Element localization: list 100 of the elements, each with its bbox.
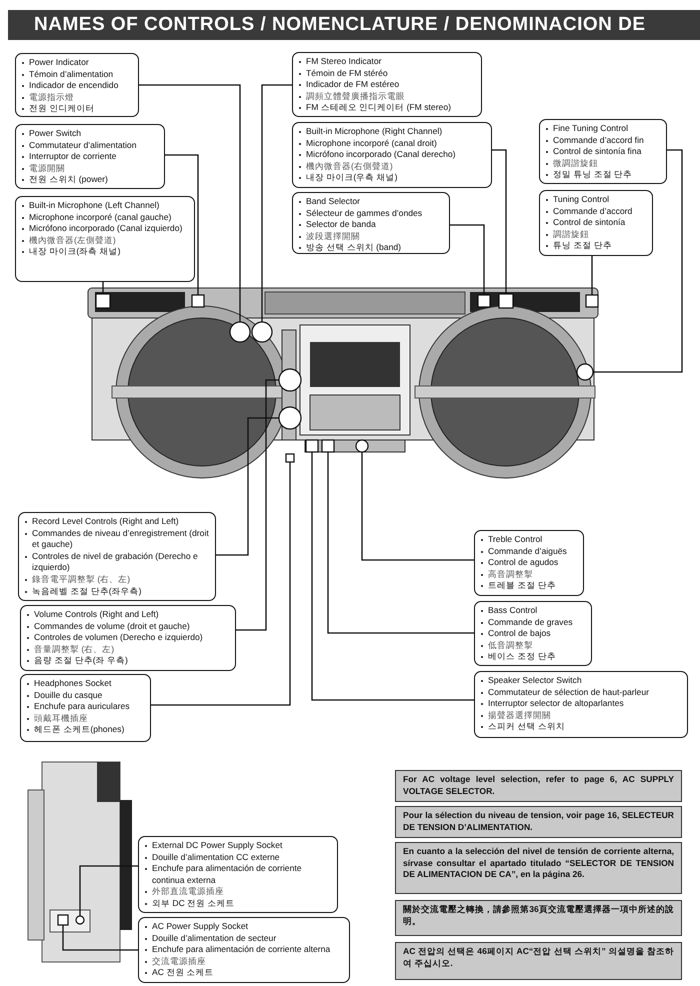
callout-box: [474, 530, 584, 596]
callout-text: Douille du casque: [34, 690, 102, 700]
callout-text: Controles de nivel de grabación (Derecho e izquierdo): [32, 550, 198, 572]
callout-text: Tuning Control: [553, 194, 610, 204]
callout-text: 전원 인디케이터: [29, 103, 94, 114]
callout-text: 外部直流電源插座: [152, 886, 224, 896]
callout-text: Témoin de FM stéréo: [306, 68, 388, 78]
callout-text: 高音調整掣: [488, 568, 533, 579]
callout-text: 揚聲器選擇開關: [488, 710, 551, 720]
ac-socket: [57, 914, 69, 926]
callout-text: 音量調整掣 (右、左): [34, 644, 114, 654]
note-box: [395, 842, 682, 894]
callout-text: 외부 DC 전원 소케트: [152, 898, 235, 908]
leader-line: [139, 84, 241, 322]
callout-text: Commande d’accord: [553, 206, 632, 216]
slider-knob: [278, 406, 302, 430]
callout-text: Control de bajos: [488, 628, 551, 638]
microphone-grille: [498, 293, 514, 309]
callout-box: [18, 512, 216, 601]
callout-text: 헤드폰 소케트(phones): [34, 724, 124, 734]
callout-box: [539, 190, 653, 256]
callout-text: 電源指示燈: [29, 92, 74, 102]
callout-text: 頭戴耳機插座: [34, 712, 88, 723]
callout-text: 電源開關: [29, 162, 65, 173]
leader-line: [165, 154, 199, 295]
callout-text: 내장 마이크(좌측 채널): [29, 246, 120, 256]
callout-box: [292, 52, 482, 117]
note-box: [395, 806, 682, 838]
selector-switch: [305, 439, 319, 453]
callout-text: Control de sintonía: [553, 217, 626, 228]
callout-text: 錄音電平調整掣 (右、左): [32, 574, 130, 584]
leader-line: [327, 452, 474, 634]
band-switch: [477, 294, 491, 308]
callout-text: Commutateur de sélection de haut-parleur: [488, 686, 649, 697]
leader-line: [62, 925, 138, 951]
note-box: [395, 900, 682, 936]
leader-line: [450, 224, 485, 295]
leader-line: [361, 452, 474, 561]
indicator-lamp: [229, 321, 251, 343]
callout-text: Power Indicator: [29, 57, 89, 67]
callout-text: Interruptor selector de altoparlantes: [488, 698, 624, 708]
leader-line: [593, 149, 683, 373]
microphone-grille: [95, 293, 111, 309]
callout-text: AC 전원 소케트: [152, 967, 214, 978]
callout-text: 트레블 조절 단추: [488, 580, 556, 590]
callout-text: 機內微音器(右側聲道): [306, 160, 393, 171]
power-switch: [191, 294, 205, 308]
callout-text: Record Level Controls (Right and Left): [32, 516, 179, 526]
callout-text: Volume Controls (Right and Left): [34, 609, 159, 619]
callout-text: Micrófono incorporado (Canal derecho): [306, 149, 456, 160]
callout-box: [15, 53, 139, 117]
slider-knob: [278, 368, 302, 392]
callout-text: Built-in Microphone (Right Channel): [306, 126, 442, 136]
callout-text: 機內微音器(左側聲道): [29, 234, 116, 245]
note-text: 關於交流電壓之轉換，請參照第36頁交流電壓選擇器一項中所述的說明。: [403, 904, 674, 927]
callout-text: 스피커 선택 스위치: [488, 721, 565, 732]
tone-knob: [355, 439, 369, 453]
callout-text: Controles de volumen (Derecho e izquierdo): [34, 632, 203, 642]
callout-text: Interruptor de corriente: [29, 151, 116, 162]
callout-text: Selector de banda: [306, 219, 376, 230]
callout-text: Sélecteur de gammes d’ondes: [306, 208, 422, 218]
callout-text: Speaker Selector Switch: [488, 675, 582, 685]
leader-line: [79, 865, 138, 916]
callout-text: 調頻立體聲廣播指示電眼: [306, 90, 405, 101]
callout-box: [15, 124, 165, 189]
note-text: AC 전압의 선택은 46페이지 AC“전압 선택 스위치” 의설명을 참조하여 주십시오.: [403, 946, 674, 969]
callout-box: [474, 601, 592, 666]
note-box: [395, 770, 682, 802]
callout-text: Commande d’accord fin: [553, 134, 644, 145]
callout-text: 내장 마이크(우측 채널): [306, 172, 398, 182]
callout-text: Control de sintonía fina: [553, 146, 642, 156]
callout-text: Indicador de FM estéreo: [306, 79, 400, 90]
callout-box: [539, 119, 667, 184]
callout-text: Built-in Microphone (Left Channel): [29, 200, 160, 210]
callout-text: Band Selector: [306, 196, 360, 206]
callout-box: [20, 605, 236, 671]
callout-text: Commandes de niveau d’enregistrement (droit et gauche): [32, 528, 209, 550]
callout-text: 베이스 조정 단추: [488, 651, 556, 662]
tuning-knob: [585, 294, 599, 308]
callout-text: Fine Tuning Control: [553, 123, 628, 133]
callout-text: Commande d’aiguës: [488, 546, 567, 556]
callout-text: FM 스테레오 인디케이터 (FM stereo): [306, 102, 451, 112]
callout-box: [292, 192, 450, 254]
note-text: Pour la sélection du niveau de tension, voir page 16, SELECTEUR DE TENSION D’ALIMENTATION.: [403, 810, 674, 833]
callout-box: [15, 196, 195, 282]
callout-text: Power Switch: [29, 128, 82, 138]
callout-text: Enchufe para alimentación de corriente alterna: [152, 944, 330, 954]
callout-text: Commandes de volume (droit et gauche): [34, 620, 190, 631]
leader-line: [236, 379, 279, 631]
headphone-jack: [285, 453, 295, 463]
note-text: En cuanto a la selección del nivel de tensión de corriente alterna, sírvase consultar el apartado titulado “SELECTOR DE TENSION DE ALIMENTACION DE CA”, en la página 26.: [403, 846, 674, 880]
leader-line: [492, 149, 507, 294]
callout-text: External DC Power Supply Socket: [152, 840, 282, 850]
callout-text: FM Stereo Indicator: [306, 56, 382, 66]
callout-text: 交流電源插座: [152, 956, 206, 966]
leader-line: [591, 256, 593, 295]
callout-box: [474, 671, 688, 738]
callout-text: 低音調整掣: [488, 640, 533, 650]
callout-text: Commande de graves: [488, 616, 573, 627]
callout-text: Control de agudos: [488, 557, 558, 568]
